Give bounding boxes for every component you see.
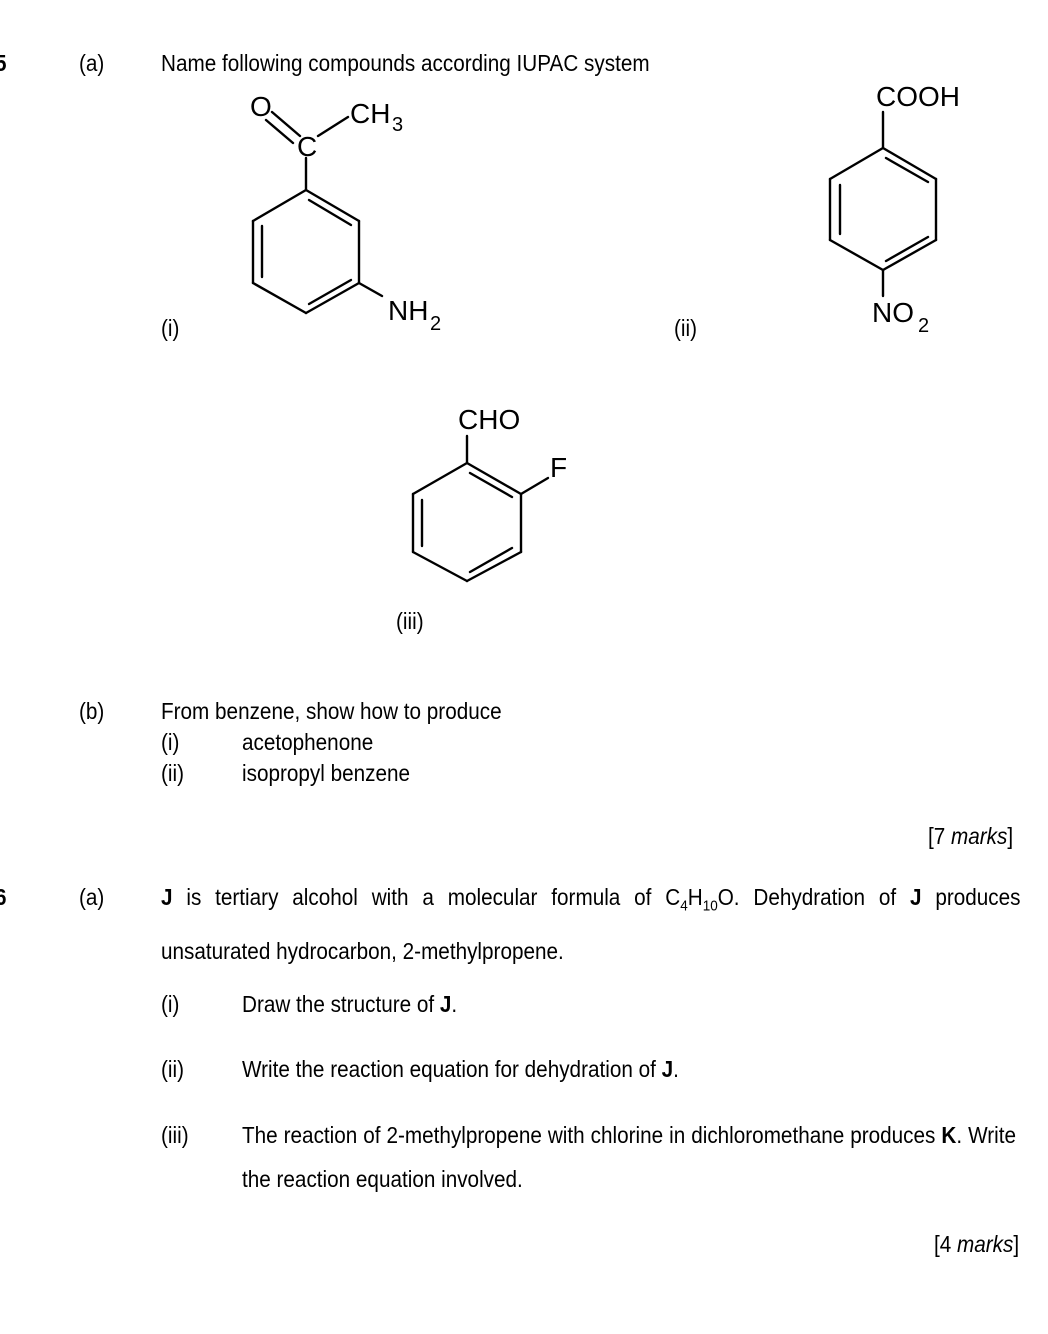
subpart-label: (i) xyxy=(161,991,180,1017)
part-label: (a) xyxy=(79,50,105,76)
subpart-label: (i) xyxy=(161,729,180,755)
marks-value: 4 xyxy=(939,1231,952,1257)
compound-ii-structure: COOH NO 2 xyxy=(828,81,960,337)
compound-iii-structure: CHO F xyxy=(411,404,567,583)
marks-allocation: [4 marks] xyxy=(934,1231,1020,1257)
marks-value: 7 xyxy=(933,823,946,849)
question-instruction: From benzene, show how to produce xyxy=(161,698,502,724)
compound-ii-bonds xyxy=(828,110,938,298)
subpart-text: isopropyl benzene xyxy=(242,760,411,786)
marks-word: marks xyxy=(951,823,1008,849)
subpart-label: (iii) xyxy=(161,1122,189,1148)
nitro-subscript: 2 xyxy=(918,315,929,337)
compound-i-bonds xyxy=(251,110,384,315)
methyl-subscript: 3 xyxy=(392,114,403,136)
compound-iii-bonds xyxy=(411,434,550,583)
methyl-group-label: CH xyxy=(350,98,390,129)
compound-label: (ii) xyxy=(674,315,697,341)
compound-j: J xyxy=(161,884,173,910)
marks-allocation: [7 marks] xyxy=(928,823,1014,849)
marks-word: marks xyxy=(957,1231,1014,1257)
compound-j: J xyxy=(909,884,922,910)
aldehyde-group-label: CHO xyxy=(458,404,520,435)
question-stem: J is tertiary alcohol with a molecular f… xyxy=(161,884,1021,964)
nitro-group-label: NO xyxy=(872,297,914,328)
compound-i-structure: O C CH 3 NH 2 xyxy=(250,91,441,335)
compound-label: (i) xyxy=(161,315,180,341)
subpart-text: The reaction of 2-methylpropene with chl… xyxy=(242,1122,1016,1192)
subpart-text: Write the reaction equation for dehydrat… xyxy=(242,1056,679,1082)
carbon-atom-label: C xyxy=(297,131,317,162)
subpart-text: Draw the structure of J. xyxy=(242,991,458,1017)
subpart-text: acetophenone xyxy=(242,729,374,755)
subpart-label: (ii) xyxy=(161,1056,184,1082)
fluorine-atom-label: F xyxy=(550,452,567,483)
amino-group-label: NH xyxy=(388,295,428,326)
question-instruction: Name following compounds according IUPAC… xyxy=(161,50,650,76)
part-label: (a) xyxy=(79,884,105,910)
subpart-label: (ii) xyxy=(161,760,184,786)
question-number: 6 xyxy=(0,883,7,911)
carboxyl-group-label: COOH xyxy=(876,81,960,112)
oxygen-atom-label: O xyxy=(250,91,272,122)
amino-subscript: 2 xyxy=(430,313,441,335)
part-label: (b) xyxy=(79,698,105,724)
question-number: 5 xyxy=(0,49,7,77)
compound-label: (iii) xyxy=(396,608,424,634)
